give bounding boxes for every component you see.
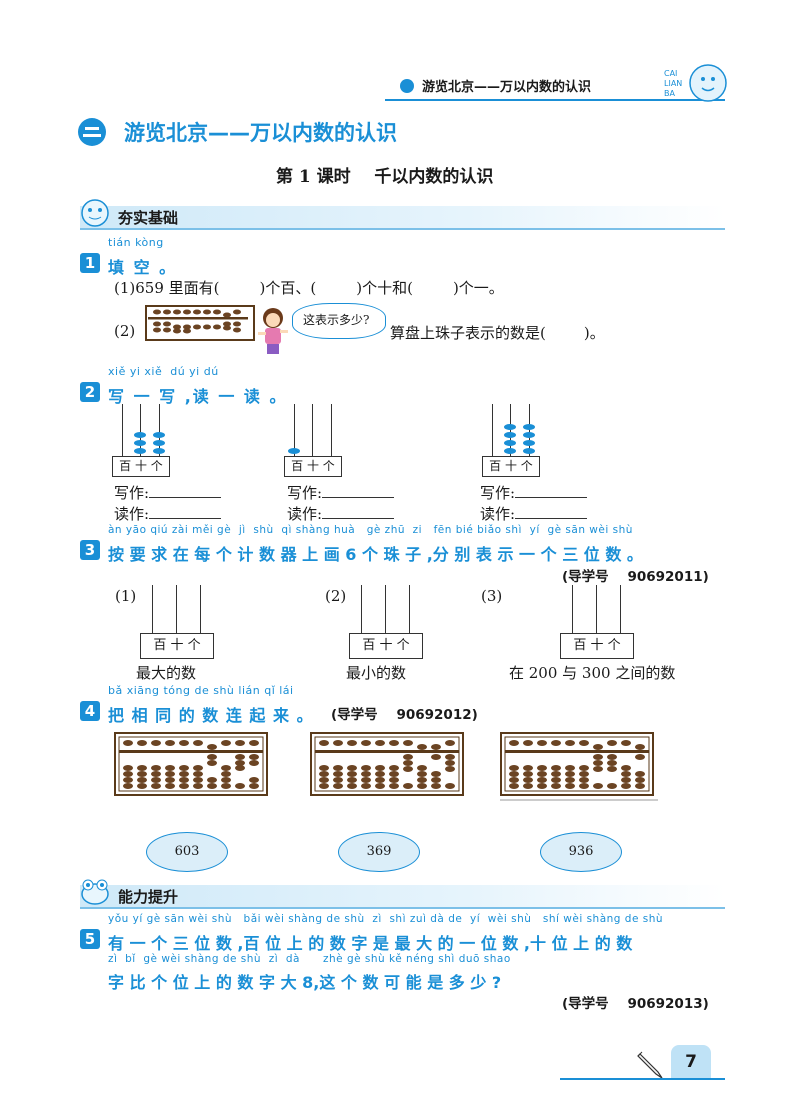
header-rule: [385, 99, 725, 101]
q2-read-2: 读作:: [287, 503, 395, 524]
q3-caption-1: 最大的数: [136, 664, 197, 682]
q1-number: 1: [80, 253, 100, 273]
counter-labels: 百 十 个: [349, 633, 423, 659]
speech-bubble-text: 这表示多少?: [303, 313, 370, 327]
q2-read-blank-3[interactable]: [515, 504, 588, 519]
q4-pinyin: bǎ xiāng tóng de shù lián qǐ lái: [108, 684, 294, 697]
girl-illustration: [256, 306, 290, 358]
logo-text: CAI LIAN BA: [664, 69, 683, 98]
abacus-small-beads: [148, 309, 248, 334]
q3-number: 3: [80, 540, 100, 560]
mascot-icon: [78, 196, 112, 228]
q2-read-1: 读作:: [114, 503, 222, 524]
logo-badge: CAI LIAN BA: [662, 55, 728, 110]
page-number: 7: [685, 1052, 697, 1072]
q4-abacus-2: [310, 732, 464, 798]
q4-number-oval-3[interactable]: 936: [540, 832, 622, 872]
abacus-icon: [500, 732, 658, 801]
q5-number: 5: [80, 929, 100, 949]
q2-number: 2: [80, 382, 100, 402]
girl-icon: [258, 308, 288, 354]
q1-title: 填 空 。: [108, 258, 178, 277]
q3-ref: (导学号 90692011): [562, 569, 709, 585]
q2-read-blank-2[interactable]: [322, 504, 395, 519]
abacus-icon: [310, 732, 464, 796]
q5-ref: (导学号 90692013): [562, 996, 709, 1012]
section-label-advanced: 能力提升: [118, 888, 179, 906]
unit-title: 游览北京——万以内数的认识: [124, 121, 397, 145]
counter-labels: 百 十 个: [482, 456, 540, 477]
speech-bubble: 这表示多少?: [292, 303, 386, 339]
running-header: 游览北京——万以内数的认识: [400, 74, 730, 100]
q3-label-2: (2): [325, 587, 347, 605]
counter-labels: 百 十 个: [112, 456, 170, 477]
q1-line1: (1)659 里面有()个百、()个十和()个一。: [114, 279, 504, 297]
q1-line2: 算盘上珠子表示的数是()。: [390, 324, 605, 342]
q3-counter-1: 百 十 个: [140, 585, 214, 659]
counter-labels: 百 十 个: [140, 633, 214, 659]
q2-pinyin: xiě yi xiě dú yi dú: [108, 365, 219, 378]
q2-write-3: 写作:: [480, 482, 588, 503]
q4-number-oval-2[interactable]: 369: [338, 832, 420, 872]
q2-counter-3: 百 十 个: [482, 404, 540, 477]
q5-line-1: 有 一 个 三 位 数 ,百 位 上 的 数 字 是 最 大 的 一 位 数 ,…: [108, 934, 633, 953]
section-band-basic: [80, 206, 725, 230]
q2-write-blank-3[interactable]: [515, 483, 588, 498]
footer-rule: [560, 1078, 725, 1080]
counter-labels: 百 十 个: [560, 633, 634, 659]
section-label-basic: 夯实基础: [118, 209, 179, 227]
q2-write-blank-1[interactable]: [149, 483, 222, 498]
q3-counter-3: 百 十 个: [560, 585, 634, 659]
q5-line-2: 字 比 个 位 上 的 数 字 大 8,这 个 数 可 能 是 多 少 ?: [108, 973, 502, 992]
q4-ref: (导学号 90692012): [331, 707, 478, 723]
counter-labels: 百 十 个: [284, 456, 342, 477]
q3-caption-2: 最小的数: [346, 664, 407, 682]
q4-number: 4: [80, 701, 100, 721]
q2-counter-2: 百 十 个: [284, 404, 342, 477]
running-title: 游览北京——万以内数的认识: [422, 80, 592, 95]
q3-label-1: (1): [115, 587, 137, 605]
abacus-icon: [114, 732, 268, 796]
q4-abacus-3: [500, 732, 660, 802]
abacus-small: [145, 305, 255, 341]
unit-number-badge: [78, 118, 106, 146]
q3-pinyin: àn yāo qiú zài měi gè jì shù qì shàng hu…: [108, 524, 633, 536]
globe-logo-icon: [689, 64, 727, 102]
two-badge-icon: [85, 127, 99, 130]
q5-pinyin-1: yǒu yí gè sān wèi shù bǎi wèi shàng de s…: [108, 913, 664, 925]
q4-title: 把 相 同 的 数 连 起 来 。: [108, 706, 314, 725]
mascot-frog-icon: [78, 875, 112, 907]
lesson-title: 第 1 课时 千以内数的认识: [276, 167, 494, 187]
q1-pinyin: tián kòng: [108, 236, 164, 249]
q2-read-3: 读作:: [480, 503, 588, 524]
q3-caption-3: 在 200 与 300 之间的数: [509, 664, 676, 682]
q1-part2-label: (2): [114, 322, 136, 340]
section-band-advanced: [80, 885, 725, 909]
q4-number-oval-1[interactable]: 603: [146, 832, 228, 872]
page-number-tab: 7: [671, 1045, 711, 1079]
q5-pinyin-2: zì bǐ gè wèi shàng de shù zì dà zhè gè s…: [108, 953, 511, 965]
q2-read-blank-1[interactable]: [149, 504, 222, 519]
q2-write-1: 写作:: [114, 482, 222, 503]
q2-counter-1: 百 十 个: [112, 404, 170, 477]
q2-title: 写 一 写 ,读 一 读 。: [108, 387, 288, 406]
q4-abacus-1: [114, 732, 268, 798]
q3-label-3: (3): [481, 587, 503, 605]
q2-write-blank-2[interactable]: [322, 483, 395, 498]
q3-title: 按 要 求 在 每 个 计 数 器 上 画 6 个 珠 子 ,分 别 表 示 一…: [108, 545, 643, 564]
q3-counter-2: 百 十 个: [349, 585, 423, 659]
header-dot-icon: [400, 79, 414, 93]
pencil-icon: [636, 1050, 668, 1080]
q2-write-2: 写作:: [287, 482, 395, 503]
